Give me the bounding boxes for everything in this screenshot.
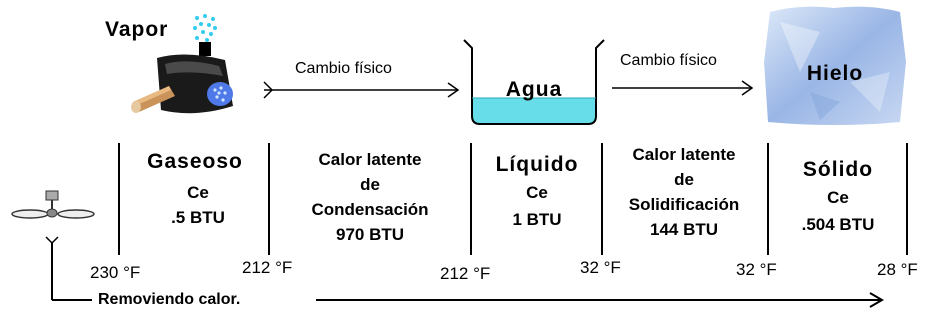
latent-solidificacion-line1: Calor latente — [632, 145, 736, 164]
temp-212f-b: 212 °F — [440, 264, 491, 283]
steam-boiler-icon — [131, 14, 233, 114]
latent-solidificacion-line2: de — [674, 170, 694, 189]
fan-icon — [11, 190, 95, 245]
latent-solidificacion: Calor latente de Solidificación 144 BTU — [604, 142, 764, 242]
water-beaker-icon — [463, 39, 605, 125]
ice-block-icon — [764, 6, 906, 126]
latent-condensacion-line4: 970 BTU — [335, 225, 405, 244]
temp-212f-a: 212 °F — [242, 258, 293, 277]
separator-5 — [767, 143, 769, 255]
phase-name-solido: Sólido — [802, 158, 874, 181]
phase-name-liquido: Líquido — [495, 153, 579, 176]
arrow-right-2 — [612, 80, 754, 96]
temp-32f-b: 32 °F — [736, 260, 777, 279]
temp-28f: 28 °F — [877, 260, 918, 279]
phase-value-gaseoso: .5 BTU — [171, 208, 225, 227]
phase-name-gaseoso: Gaseoso — [147, 150, 243, 173]
phase-value-solido: .504 BTU — [801, 215, 875, 234]
removing-heat-arrow — [51, 242, 884, 308]
latent-condensacion-line3: Condensación — [311, 200, 429, 219]
phase-ce-gaseoso: Ce — [187, 183, 209, 202]
temp-32f-a: 32 °F — [580, 258, 621, 277]
phase-ce-liquido: Ce — [526, 183, 548, 202]
vapor-label: Vapor — [105, 18, 169, 41]
latent-condensacion-line1: Calor latente — [318, 150, 422, 169]
latent-condensacion-line2: de — [360, 175, 380, 194]
separator-3 — [470, 143, 472, 255]
latent-condensacion: Calor latente de Condensación 970 BTU — [276, 147, 464, 247]
separator-1 — [118, 143, 120, 255]
latent-solidificacion-line4: 144 BTU — [649, 220, 719, 239]
phase-ce-solido: Ce — [827, 188, 849, 207]
phase-value-liquido: 1 BTU — [512, 210, 562, 229]
arrow-right-1 — [263, 81, 460, 99]
cambio-fisico-label-2: Cambio físico — [620, 52, 717, 69]
separator-2 — [268, 143, 270, 255]
separator-4 — [601, 143, 603, 255]
temp-230f: 230 °F — [90, 263, 141, 282]
separator-6 — [906, 143, 908, 255]
hielo-label: Hielo — [806, 62, 864, 85]
latent-solidificacion-line3: Solidificación — [628, 195, 740, 214]
removiendo-calor-label: Removiendo calor. — [98, 291, 241, 308]
agua-label: Agua — [505, 78, 563, 101]
cambio-fisico-label-1: Cambio físico — [295, 60, 392, 77]
